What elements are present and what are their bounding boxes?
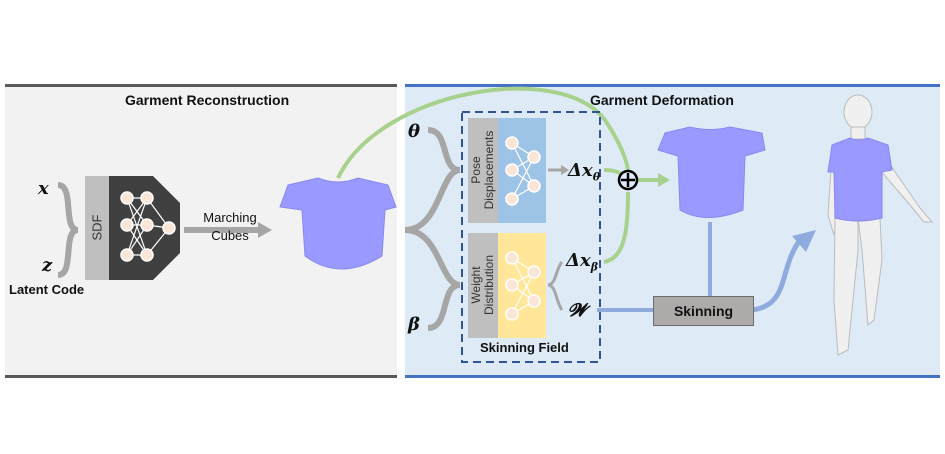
posed-human-body [827,94,934,356]
skinning-box: Skinning [653,296,754,326]
weight-net-label: Weight Distribution [469,235,496,335]
input-theta-label: θ [408,121,421,142]
nn-node [505,278,519,292]
nn-node [527,265,541,279]
dx-theta-label: Δxθ [568,160,601,184]
latent-brace [57,182,79,278]
garment-mesh-posed [657,126,766,218]
nn-node [140,248,154,262]
w-label: 𝓦 [568,300,587,321]
weight-label-bar [468,233,498,338]
nn-node [527,150,541,164]
nn-node [140,218,154,232]
body-tshirt [827,137,893,222]
green-flow-arrowhead [658,173,670,187]
marching-label-line1: Marching [203,210,257,225]
deformation-title: Garment Deformation [590,92,734,108]
marching-label-line2: Cubes [211,228,249,243]
input-x-label: x [38,178,49,199]
sdf-label: SDF [89,214,105,241]
nn-node [120,191,134,205]
sdf-network-nodes [120,191,176,262]
nn-node [505,136,519,150]
input-beta-label: β [408,314,420,335]
weight-output-fork [547,260,564,311]
blue-flow-skinning-to-body [751,238,803,313]
nn-node [505,163,519,177]
reconstruction-title: Garment Reconstruction [125,92,290,108]
nn-node [505,192,519,206]
dx-beta-label: Δxβ [566,250,599,274]
nn-node [505,251,519,265]
blue-flow-arrowhead [792,230,816,252]
nn-node [120,218,134,232]
skinning-field-label: Skinning Field [480,340,569,355]
green-flow-dx-beta [603,191,630,264]
pose-label-bar [468,118,498,223]
marching-cubes-arrowhead [258,222,272,238]
input-brace [404,127,461,331]
small-network-nodes [505,136,541,321]
nn-node [527,179,541,193]
pose-output-arrowhead [561,165,569,175]
input-z-label: z [42,255,53,276]
nn-node [162,221,176,235]
nn-node [527,294,541,308]
skinning-field-box [461,111,601,363]
garment-mesh-canonical [279,177,397,270]
weight-network-block [498,233,546,338]
nn-node [505,307,519,321]
latent-code-label: Latent Code [9,282,85,297]
nn-node [120,248,134,262]
sdf-label-bar [85,176,109,280]
nn-node [140,191,154,205]
pose-network-block [498,118,546,223]
pose-net-label: Pose Displacements [469,120,496,220]
pose-label-line2: Displacements [482,130,496,210]
green-flow-arc [336,86,631,181]
weight-label-line2: Distribution [482,254,496,316]
